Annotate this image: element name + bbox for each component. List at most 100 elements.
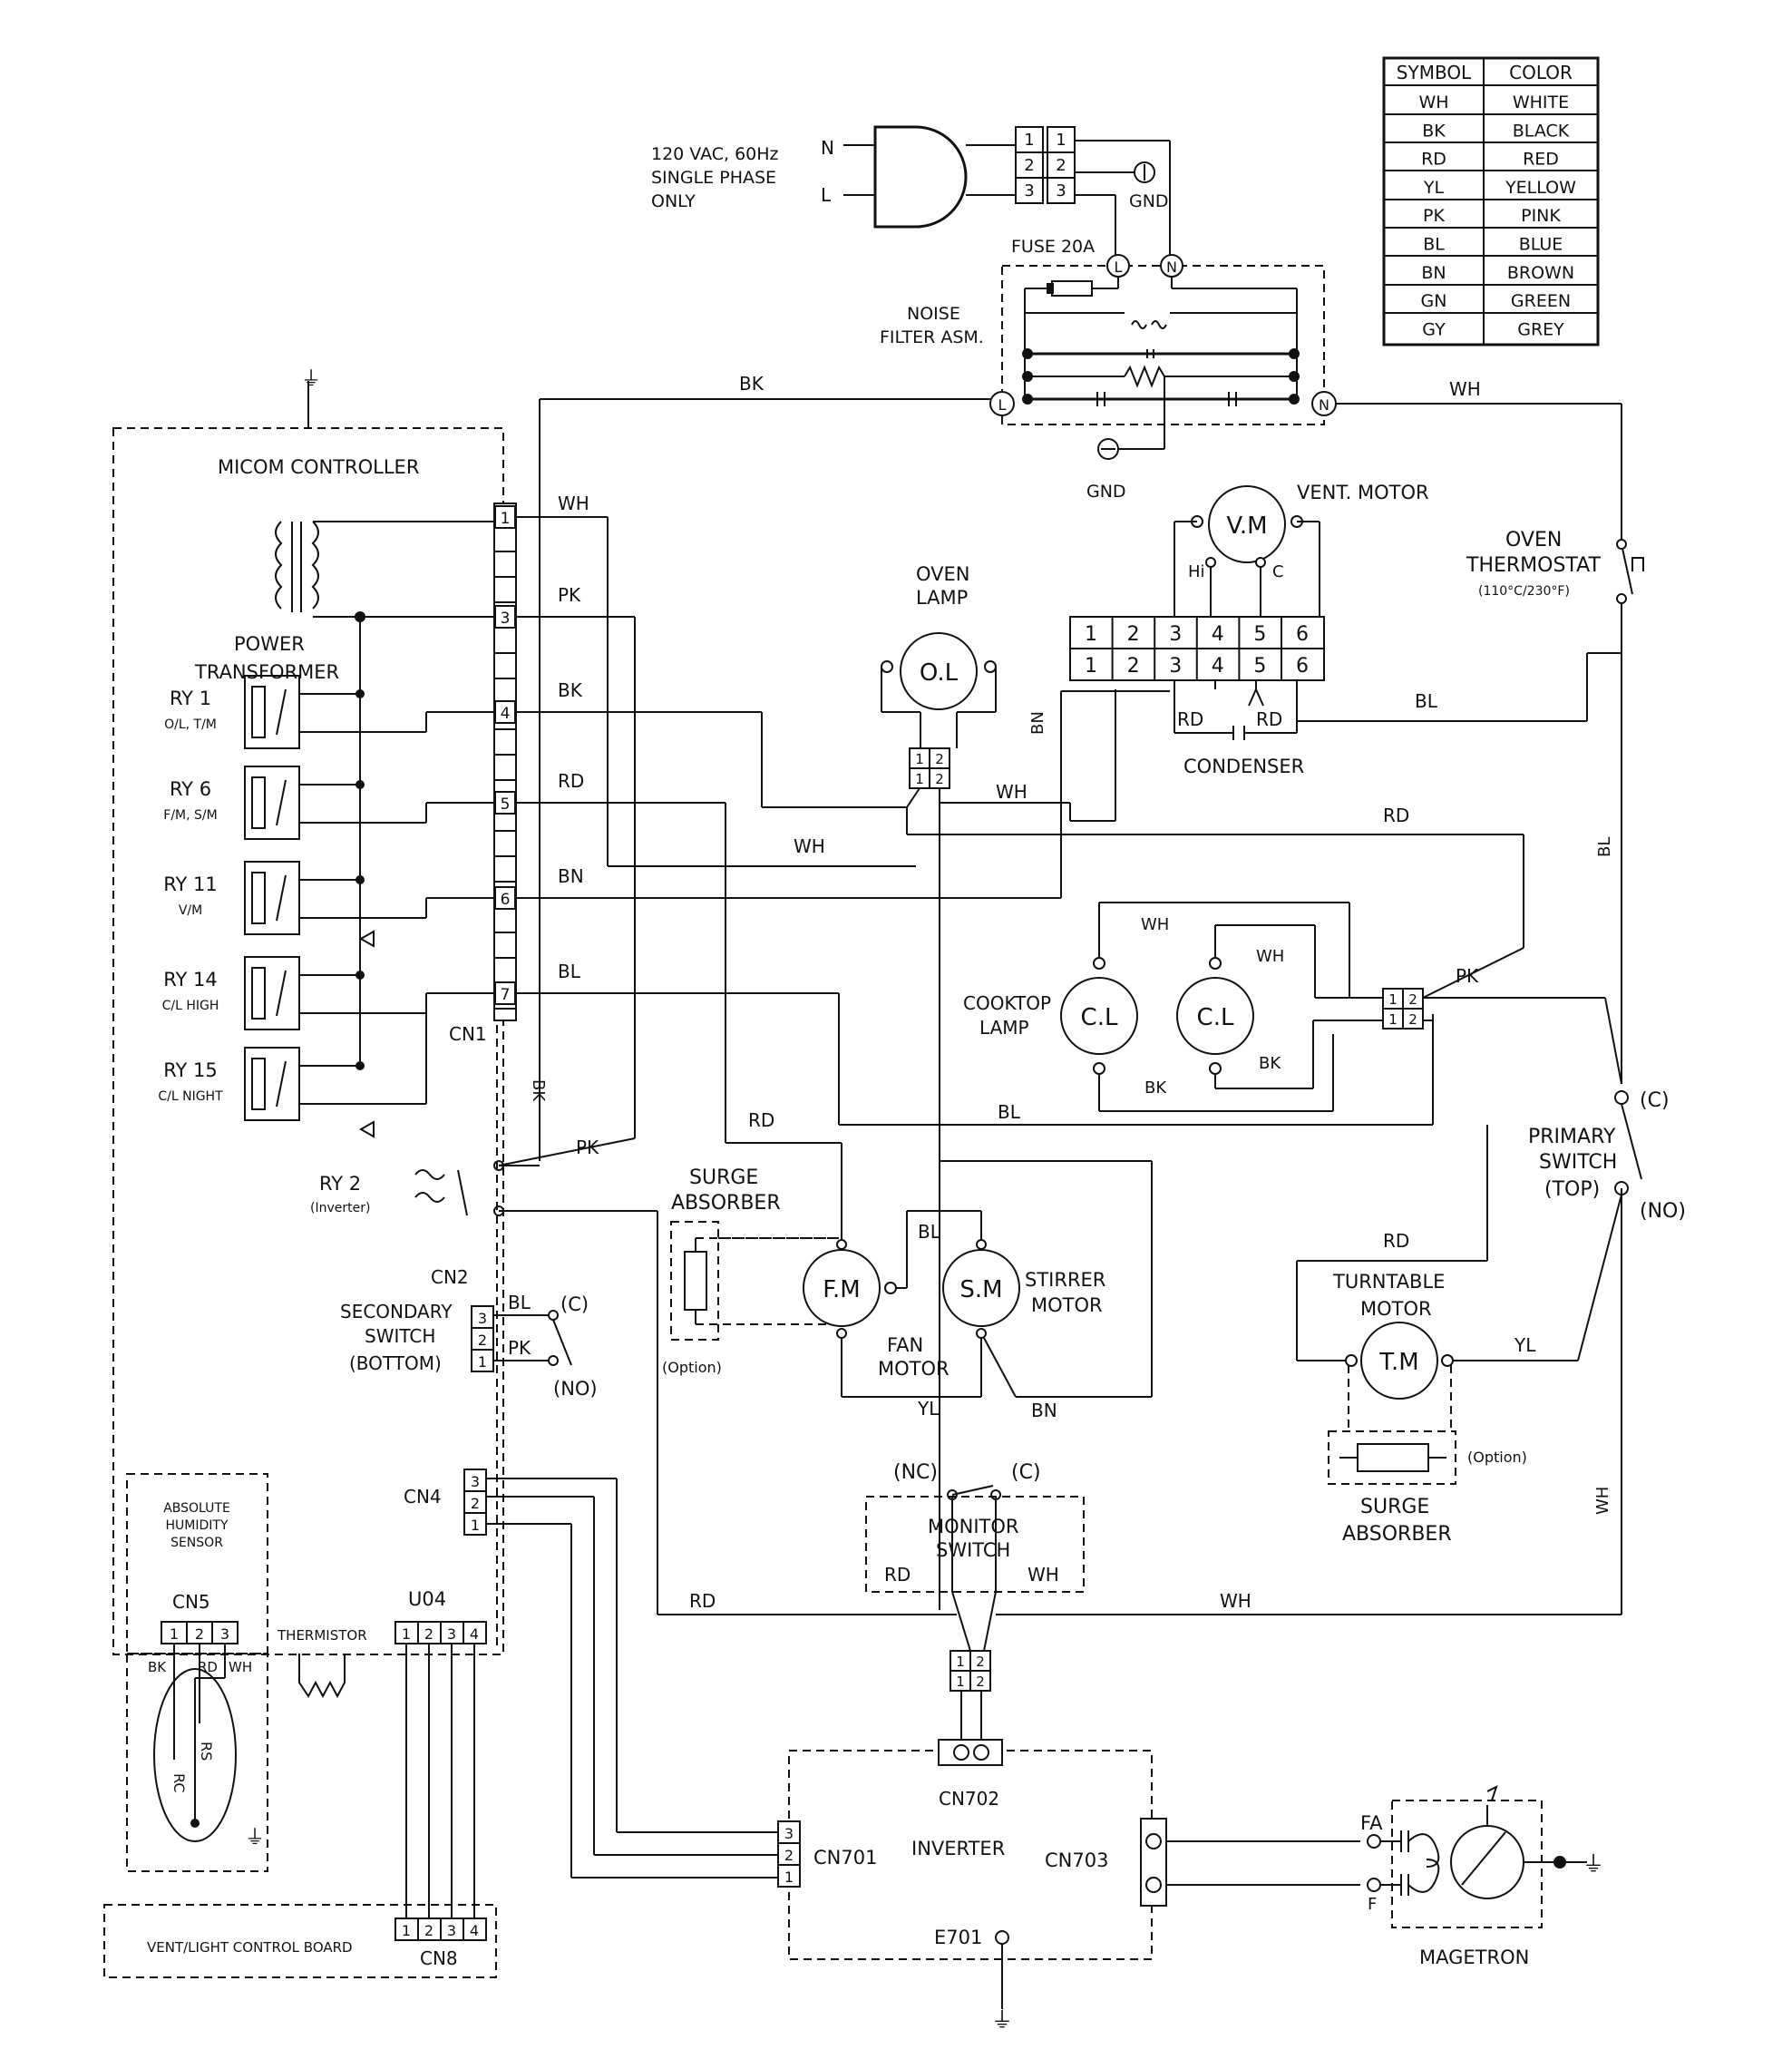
power-spec-line1: 120 VAC, 60Hz xyxy=(651,144,779,164)
cn1-label: CN1 xyxy=(449,1023,487,1045)
terminal-block-pin: 6 xyxy=(1296,655,1309,678)
filter-output-n: N xyxy=(1319,396,1329,414)
wire-label-bk-cn5: BK xyxy=(148,1659,167,1675)
u04-label: U04 xyxy=(408,1588,446,1610)
cn1-pin: 1 xyxy=(501,510,511,528)
terminal-block-pin: 2 xyxy=(1127,655,1140,678)
primary-switch-line1: PRIMARY xyxy=(1528,1126,1616,1148)
turntable-line2: MOTOR xyxy=(1360,1298,1432,1320)
mains-wiring: BK WH xyxy=(539,373,1622,1161)
cn2-pin: 1 xyxy=(478,1353,487,1371)
wire-label-pk-ry2: PK xyxy=(576,1137,599,1158)
power-plug xyxy=(873,125,968,229)
surge-absorber-line2: ABSORBER xyxy=(671,1192,781,1215)
power-conn-pin: 3 xyxy=(1024,181,1034,200)
cn701-label: CN701 xyxy=(813,1847,877,1869)
color-table-header-color: COLOR xyxy=(1509,62,1573,83)
turntable-motor: RD TURNTABLE MOTOR T.M (Option) SURGE AB… xyxy=(1296,1125,1527,1546)
wire-label-rd-cond1: RD xyxy=(1177,708,1203,730)
color-table-color: PINK xyxy=(1521,206,1561,226)
terminal-block-pin: 2 xyxy=(1127,623,1140,646)
turntable-symbol: T.M xyxy=(1378,1349,1419,1376)
power-spec-line3: ONLY xyxy=(651,191,696,211)
oven-lamp-line2: LAMP xyxy=(916,587,968,609)
fan-motor-symbol: F.M xyxy=(823,1276,860,1303)
cn8-label: CN8 xyxy=(420,1947,458,1969)
connector-pin: 1 xyxy=(1388,991,1398,1008)
connector-pin: 1 xyxy=(915,751,924,767)
power-conn-pin: 2 xyxy=(1024,156,1034,175)
secondary-switch-c: (C) xyxy=(560,1293,589,1315)
cn5-pin: 2 xyxy=(195,1625,204,1643)
cn4-pin: 1 xyxy=(471,1517,480,1534)
wire-label-wh-lamp: WH xyxy=(996,781,1027,803)
cn4-label: CN4 xyxy=(404,1486,442,1508)
connector-pin: 1 xyxy=(915,771,924,787)
color-table-symbol: RD xyxy=(1421,150,1446,170)
terminal-block-pin: 4 xyxy=(1212,655,1224,678)
cn2-label: CN2 xyxy=(431,1266,469,1288)
fuse-icon xyxy=(1051,280,1093,297)
ground-icon: ⏚ xyxy=(991,2007,1013,2033)
cn702-label: CN702 xyxy=(939,1788,999,1810)
cn8-pin: 3 xyxy=(447,1922,456,1939)
fuse-label: FUSE 20A xyxy=(1011,237,1095,257)
wire-label-rd-fan: RD xyxy=(748,1109,774,1131)
wire-label-wh-cn5: WH xyxy=(229,1659,252,1675)
cn1-pin: 5 xyxy=(501,795,511,814)
cn8-pin: 1 xyxy=(402,1922,411,1939)
primary-switch-line3: (TOP) xyxy=(1544,1178,1600,1201)
color-table-symbol: GN xyxy=(1421,291,1447,311)
wire-label-wh-top: WH xyxy=(1449,378,1481,400)
transformer-line2: TRANSFORMER xyxy=(194,661,339,683)
magnetron-label: MAGETRON xyxy=(1419,1947,1529,1968)
wire-label-bl-fan: BL xyxy=(918,1221,941,1243)
wire-label-bn-vert: BN xyxy=(1028,711,1047,735)
vent-motor-label: VENT. MOTOR xyxy=(1297,482,1429,503)
wire-label-bl-cn2: BL xyxy=(508,1292,531,1313)
relay-icon xyxy=(244,861,494,935)
surge-absorber-line1: SURGE xyxy=(689,1166,758,1189)
oven-thermostat-line2: THERMOSTAT xyxy=(1466,554,1602,577)
primary-switch: (C) (NO) PRIMARY SWITCH (TOP) YL xyxy=(1451,1089,1686,1361)
transformer-line1: POWER xyxy=(234,633,305,655)
connector-pin: 1 xyxy=(1388,1011,1398,1028)
power-pin-l: L xyxy=(821,184,832,206)
connector-pin: 2 xyxy=(976,1674,985,1690)
monitor-switch-nc: (NC) xyxy=(893,1461,938,1484)
cn701-pin: 2 xyxy=(784,1847,794,1864)
cn5-pin: 3 xyxy=(220,1625,229,1643)
color-table-color: GREY xyxy=(1517,319,1564,339)
humidity-line2: HUMIDITY xyxy=(166,1518,229,1533)
vent-motor-c: C xyxy=(1272,562,1284,581)
monitor-switch-line2: SWITCH xyxy=(936,1539,1010,1561)
terminal-block-pin: 5 xyxy=(1253,623,1266,646)
wire-label-pk-cn2: PK xyxy=(508,1337,531,1359)
u04-pin: 3 xyxy=(447,1625,456,1643)
color-table-header-symbol: SYMBOL xyxy=(1397,62,1472,83)
cn2-pin: 3 xyxy=(478,1310,487,1327)
cn4-pin: 3 xyxy=(471,1473,480,1490)
power-conn-pin: 1 xyxy=(1056,131,1066,150)
color-table-symbol: BN xyxy=(1421,263,1446,283)
surge-absorber-option: (Option) xyxy=(662,1359,722,1376)
color-table-symbol: WH xyxy=(1418,93,1448,112)
oven-lamp-line1: OVEN xyxy=(916,563,970,585)
wire-label-bk-ct2: BK xyxy=(1259,1054,1281,1073)
wire-label-wh-mid: WH xyxy=(794,835,825,857)
connector-pin: 1 xyxy=(956,1654,965,1670)
cn4-pin: 2 xyxy=(471,1495,480,1512)
relay-5-sub: C/L NIGHT xyxy=(158,1089,223,1104)
monitor-switch: (NC) (C) MONITOR SWITCH RD WH RD WH WH 1… xyxy=(657,1188,1622,1740)
color-table-symbol: BK xyxy=(1422,121,1446,141)
cn5-label: CN5 xyxy=(172,1591,210,1613)
wire-label-wh-ct2: WH xyxy=(1256,947,1284,966)
relay-2-label: RY 6 xyxy=(170,778,211,800)
noise-filter-line1: NOISE xyxy=(907,304,960,324)
power-pin-n: N xyxy=(821,137,834,159)
power-conn-pin: 1 xyxy=(1024,131,1034,150)
color-table-color: WHITE xyxy=(1513,93,1569,112)
wire-label-pk-ct: PK xyxy=(1456,965,1479,987)
ground-icon: ⏚ xyxy=(1583,1851,1604,1877)
